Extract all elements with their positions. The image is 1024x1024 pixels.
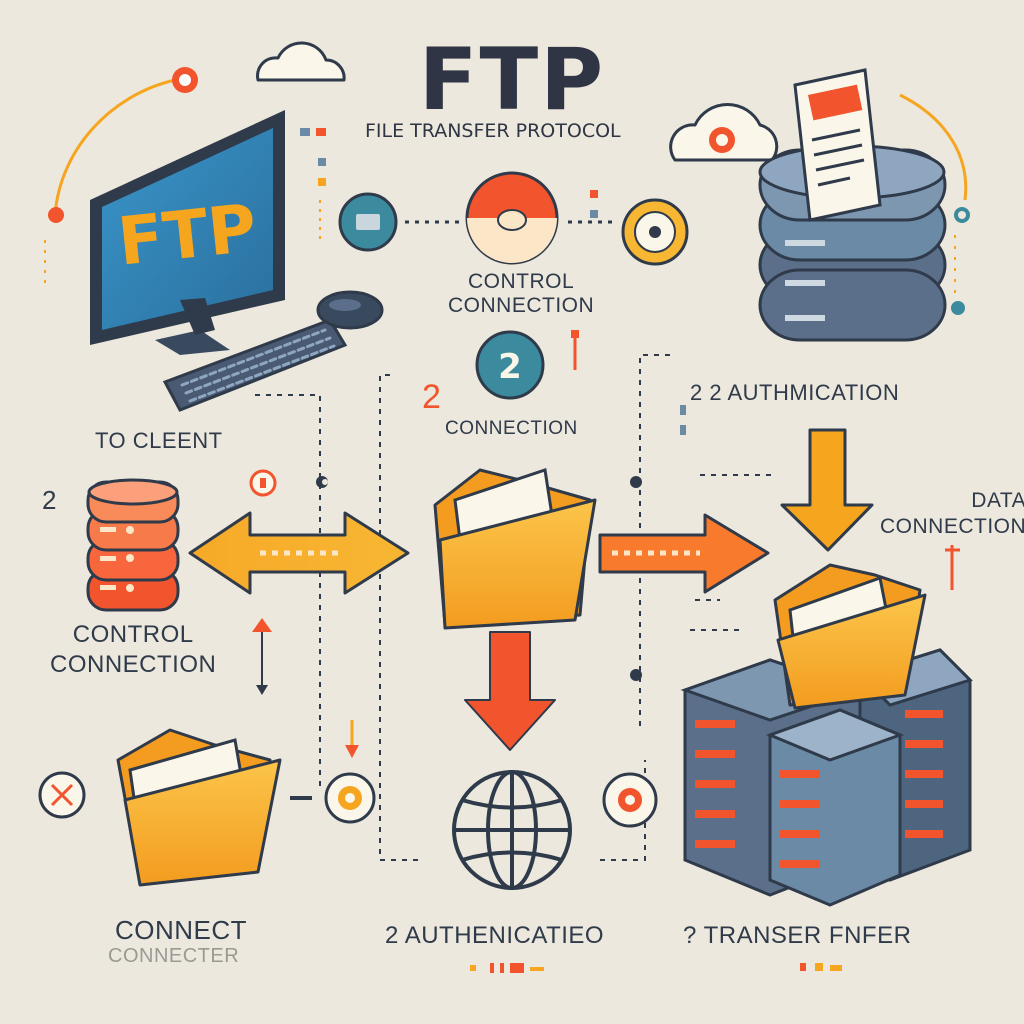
label-connecter: CONNECTER: [108, 945, 240, 967]
bidirectional-arrow-icon: [188, 511, 410, 595]
label-line: DATA: [971, 489, 1024, 512]
cloud-upload-icon: [669, 103, 779, 162]
label-line: CONTROL: [72, 621, 194, 648]
small-lock-icons: [300, 128, 686, 435]
diagram-title: FTP: [418, 30, 606, 130]
label-line: CONNECTION: [448, 294, 595, 317]
connect-circle-icon: [290, 772, 376, 824]
label-line: CONTROL: [467, 270, 575, 293]
diagram-subtitle: FILE TRANSFER PROTOCOL: [365, 120, 621, 142]
key-circle-icon: [249, 469, 277, 497]
right-arrow-icon: [598, 513, 770, 594]
lock-circle-icon: [621, 198, 689, 266]
label-authenticatieo: 2 AUTHENICATIEO: [385, 922, 605, 949]
control-circle-left: [338, 192, 398, 252]
tools-circle-icon: [38, 771, 86, 819]
badge-number: 2: [498, 347, 522, 387]
folder-left-icon: [116, 728, 282, 887]
globe-icon: [452, 770, 572, 890]
label-to-client: TO CLEENT: [95, 428, 223, 453]
step-badge-icon: 2: [475, 330, 545, 400]
label-line: CONNECTION: [50, 651, 217, 678]
label-authmication: 2 2 AUTHMICATION: [690, 380, 900, 405]
label-line: CONNECTION: [880, 515, 1024, 538]
label-connect: CONNECT: [115, 915, 248, 945]
monitor-screen-text: FTP: [114, 189, 261, 281]
client-computer-icon: [90, 110, 384, 412]
cloud-icon: [256, 41, 346, 82]
server-rack-icon: [680, 563, 973, 907]
label-transfer: ? TRANSER FNFER: [683, 922, 912, 949]
control-circle-center: [465, 171, 559, 265]
database-server-icon: [758, 68, 947, 342]
label-connection-mid: CONNECTION: [445, 418, 578, 439]
folder-center-icon: [433, 468, 597, 630]
step-number-top: 2: [422, 378, 442, 416]
decorative-curve-right: [899, 93, 970, 315]
bottom-dots: [470, 963, 842, 973]
transfer-circle-icon: [602, 772, 658, 828]
decorative-curve-left: [44, 67, 198, 290]
label-data-connection: DATA CONNECTION: [880, 488, 1024, 540]
label-control-connection-left: CONTROL CONNECTION: [50, 620, 216, 680]
down-arrow-orange-icon: [780, 428, 874, 552]
connector-dots: [316, 476, 642, 681]
step-number-left: 2: [42, 485, 57, 515]
small-arrow-icons: [252, 330, 960, 758]
label-control-connection-top: CONTROL CONNECTION: [448, 270, 594, 318]
client-server-icon: [86, 478, 180, 612]
down-arrow-red-icon: [464, 631, 556, 751]
